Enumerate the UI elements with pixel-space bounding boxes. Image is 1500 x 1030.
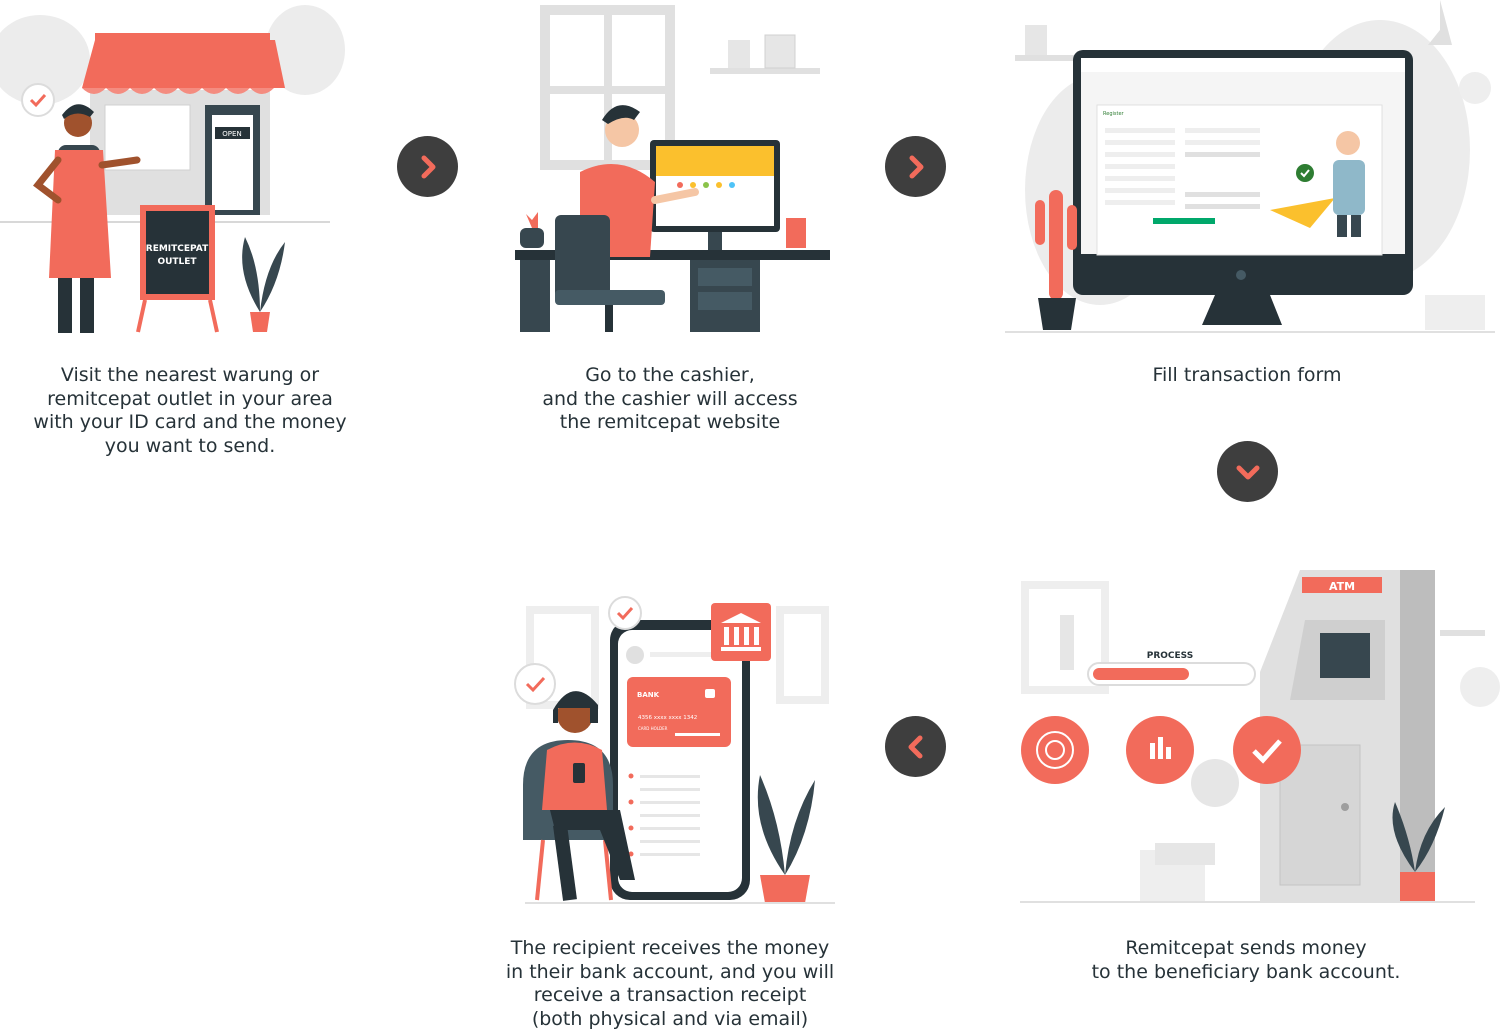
atm-label: ATM: [1329, 580, 1355, 593]
step-1-caption: Visit the nearest warung or remitcepat o…: [33, 364, 347, 457]
step-4-atm-illustration: ATM PROCESS: [1020, 570, 1500, 903]
chevron-right-icon: [421, 155, 435, 178]
board-line-1: REMITCEPAT: [146, 244, 209, 254]
step-1-shop-illustration: OPEN REMITCEPAT OUTLET: [0, 5, 345, 333]
progress-label: PROCESS: [1147, 651, 1194, 661]
next-step-arrow-1[interactable]: [397, 136, 458, 197]
step-3-form-illustration: Register: [1005, 0, 1495, 333]
card-holder: CARD HOLDER: [638, 726, 668, 731]
card-bank-label: BANK: [637, 691, 660, 699]
next-step-arrow-2[interactable]: [885, 136, 946, 197]
form-title: Register: [1103, 111, 1125, 117]
chevron-left-icon: [908, 735, 922, 758]
chevron-right-icon: [909, 155, 923, 178]
step-5-recipient-illustration: BANK 4356 xxxx xxxx 1342 CARD HOLDER: [514, 596, 835, 904]
board-line-2: OUTLET: [157, 257, 197, 267]
next-step-arrow-4[interactable]: [885, 716, 946, 777]
next-step-arrow-3[interactable]: [1217, 441, 1278, 502]
step-2-caption: Go to the cashier, and the cashier will …: [542, 364, 798, 433]
step-4-caption: Remitcepat sends money to the beneficiar…: [1091, 937, 1401, 983]
shop-open-sign: OPEN: [222, 130, 241, 138]
step-3-caption: Fill transaction form: [1152, 364, 1342, 386]
card-number: 4356 xxxx xxxx 1342: [638, 715, 697, 721]
chevron-down-icon: [1236, 465, 1259, 479]
step-5-caption: The recipient receives the money in thei…: [505, 937, 835, 1030]
step-2-cashier-illustration: [515, 5, 830, 332]
